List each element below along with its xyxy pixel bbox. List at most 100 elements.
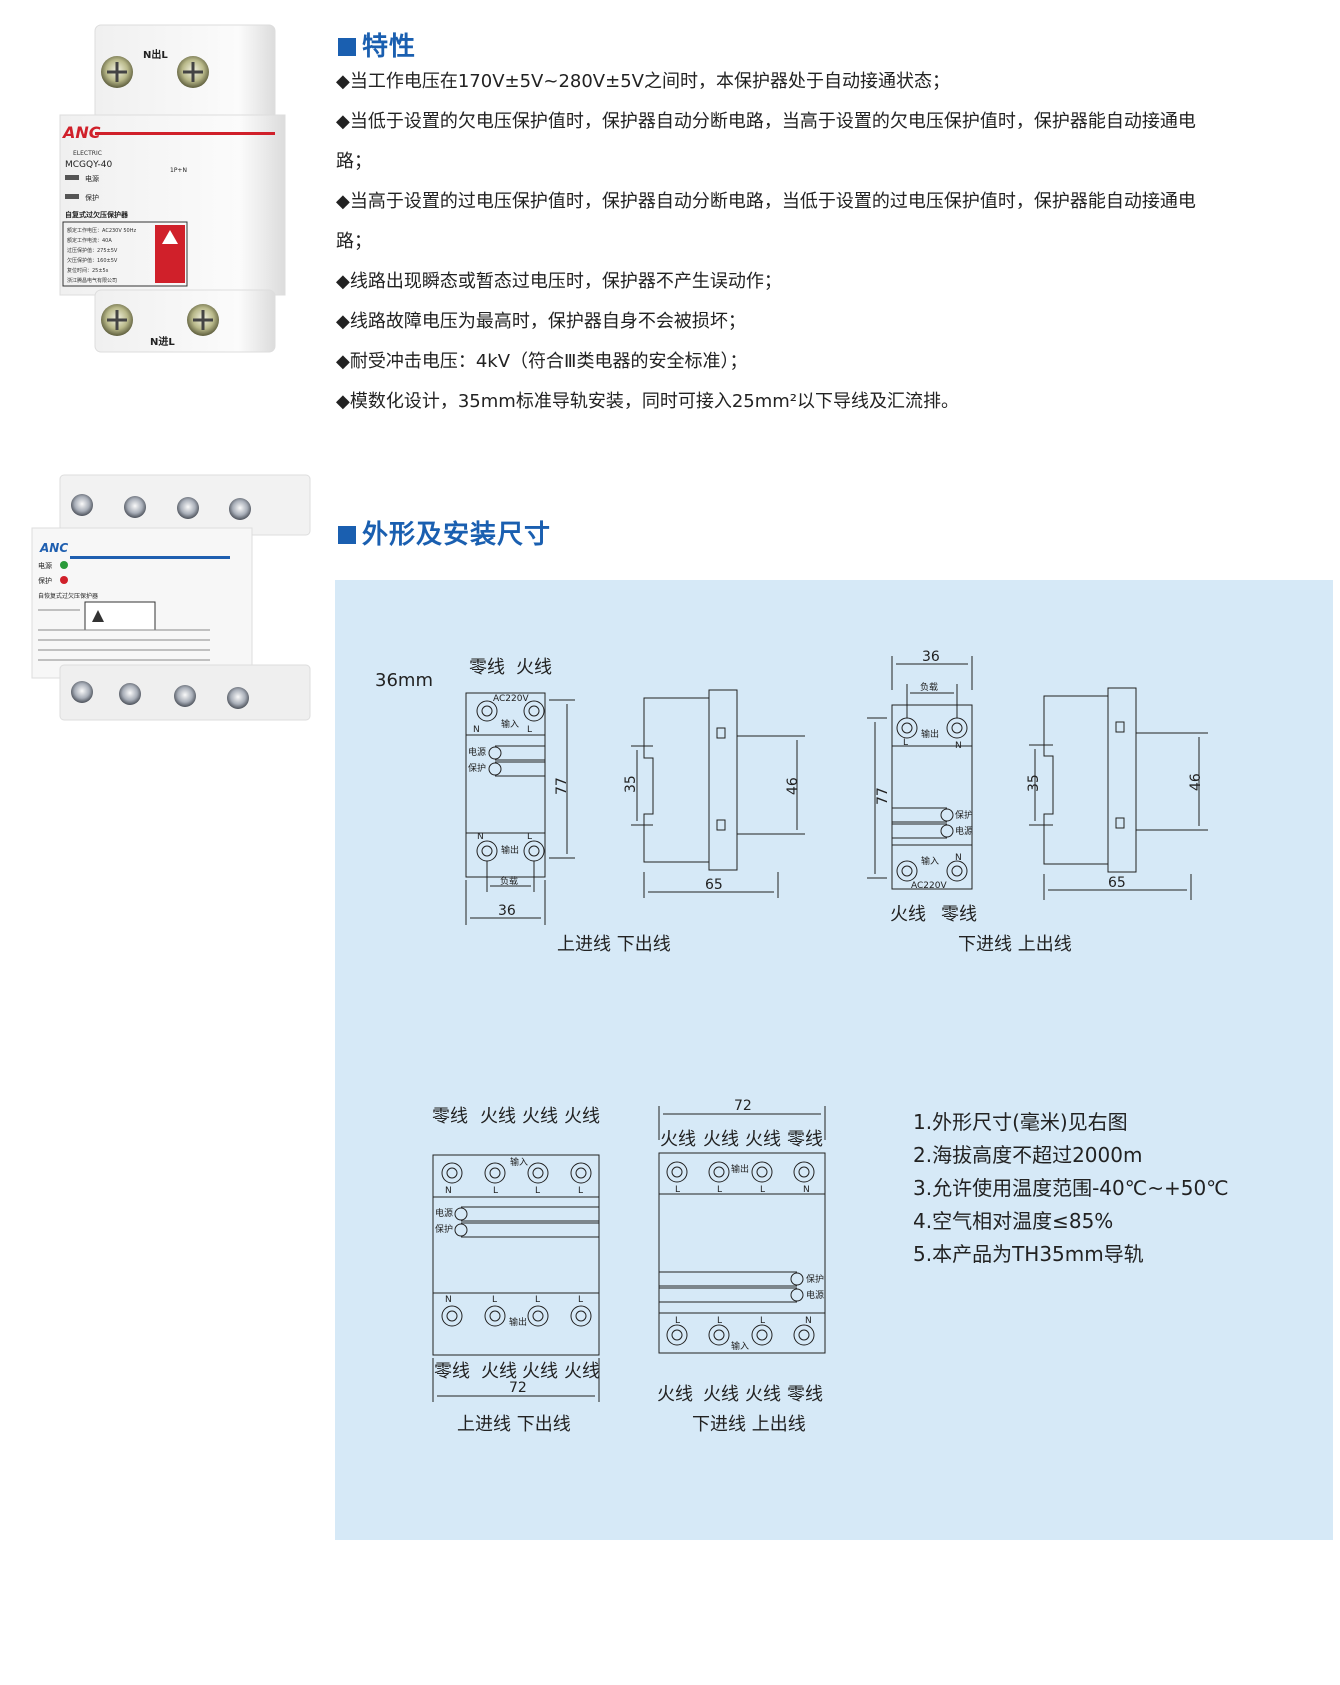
l-mark: L: [903, 738, 908, 748]
l-mark: L: [527, 832, 532, 842]
live-label: 火线: [564, 1106, 600, 1127]
feature-item: ◆模数化设计，35mm标准导轨安装，同时可接入25mm²以下导线及汇流排。: [336, 391, 960, 412]
n-mark: N: [445, 1295, 452, 1305]
caption-top-in: 上进线 下出线: [557, 934, 671, 955]
l-mark: L: [578, 1186, 583, 1196]
n-mark: N: [445, 1186, 452, 1196]
l-mark: L: [578, 1295, 583, 1305]
neutral-label: 零线: [941, 904, 977, 925]
l-mark: L: [527, 725, 532, 735]
device1-maker: 浙江腾昌电气有限公司: [67, 277, 117, 284]
section-title-features: 特性: [338, 26, 416, 63]
l-mark: L: [760, 1185, 765, 1195]
device-4p-image: ANC 电源 保护 自恢复式过欠压保护器: [30, 470, 315, 730]
feature-item: ◆线路出现瞬态或暂态过电压时，保护器不产生误动作；: [336, 271, 782, 292]
input-label: 输入: [510, 1156, 528, 1168]
n-mark: N: [805, 1316, 812, 1326]
dim-72: 72: [509, 1380, 527, 1396]
load-label: 负载: [500, 875, 518, 887]
power-label: 电源: [435, 1207, 453, 1219]
square-bullet-icon: [338, 38, 356, 56]
note-item: 4.空气相对温度≤85%: [913, 1209, 1114, 1233]
live-label: 火线: [516, 657, 552, 678]
output-label: 输出: [509, 1316, 527, 1328]
protect-label: 保护: [806, 1273, 824, 1285]
neutral-label: 零线: [432, 1106, 468, 1127]
l-mark: L: [675, 1185, 680, 1195]
dim-65: 65: [705, 877, 723, 893]
drawing-4p-top-in: 零线 火线 火线 火线 输入 N L L L 电源 保护: [432, 1106, 600, 1435]
live-label: 火线: [890, 904, 926, 925]
device2-name: 自恢复式过欠压保护器: [38, 592, 98, 600]
feature-item: ◆当工作电压在170V±5V~280V±5V之间时，本保护器处于自动接通状态；: [336, 71, 950, 92]
drawing-side-view-b: 46 35 65: [1026, 687, 1208, 900]
device1-spec: 欠压保护值：160±5V: [67, 257, 118, 264]
square-bullet-icon: [338, 526, 356, 544]
feature-item: ◆耐受冲击电压：4kV（符合Ⅲ类电器的安全标准）；: [336, 351, 748, 372]
l-mark: L: [492, 1295, 497, 1305]
feature-list: ◆当工作电压在170V±5V~280V±5V之间时，本保护器处于自动接通状态； …: [336, 62, 1226, 422]
dim-77: 77: [554, 777, 570, 795]
note-item: 3.允许使用温度范围-40℃~+50℃: [913, 1176, 1229, 1200]
live-label: 火线: [745, 1384, 781, 1405]
drawing-2p-bottom-in: 36 负载 输出 L N 保护 电源 输入 N AC220V 77 火线: [867, 649, 1072, 955]
live-label: 火线: [522, 1106, 558, 1127]
section-title-text: 外形及安装尺寸: [362, 520, 552, 550]
l-mark: L: [760, 1316, 765, 1326]
l-mark: L: [675, 1316, 680, 1326]
live-label: 火线: [522, 1361, 558, 1382]
drawing-side-view-a: 46 35 65: [623, 689, 805, 898]
neutral-label: 零线: [469, 657, 505, 678]
device1-spec: 额定工作电压：AC230V 50Hz: [67, 227, 136, 234]
dimension-panel: 36mm 零线 火线 AC220V 输入 N L 电源 保护 N L 输出 负载: [335, 580, 1333, 1540]
device2-power: 电源: [38, 561, 52, 570]
caption-bottom-in: 下进线 上出线: [958, 934, 1072, 955]
live-label: 火线: [745, 1129, 781, 1150]
drawing-4p-bottom-in: 72 火线 火线 火线 零线 输出 L L L N: [657, 1098, 826, 1435]
dim-65: 65: [1108, 875, 1126, 891]
power-label: 电源: [468, 746, 486, 758]
l-mark: L: [717, 1185, 722, 1195]
dim-35: 35: [1026, 774, 1042, 792]
device1-pole: 1P+N: [170, 167, 187, 174]
output-label: 输出: [921, 728, 939, 740]
device1-spec: 复位时间：25±5s: [67, 267, 109, 274]
live-label: 火线: [564, 1361, 600, 1382]
device2-brand-logo: ANC: [39, 541, 68, 555]
input-label: 输入: [921, 855, 939, 867]
n-mark: N: [803, 1185, 810, 1195]
device1-spec: 过压保护值：275±5V: [67, 247, 118, 254]
live-label: 火线: [481, 1361, 517, 1382]
dim-77: 77: [875, 787, 891, 805]
input-label: 输入: [731, 1340, 749, 1352]
live-label: 火线: [703, 1384, 739, 1405]
live-label: 火线: [480, 1106, 516, 1127]
device1-brand-sub: ELECTRIC: [73, 150, 102, 157]
output-label: 输出: [731, 1163, 749, 1175]
ac-label: AC220V: [493, 694, 529, 704]
section-title-text: 特性: [362, 32, 417, 62]
output-label: 输出: [501, 844, 519, 856]
dimension-drawings: 36mm 零线 火线 AC220V 输入 N L 电源 保护 N L 输出 负载: [375, 649, 1208, 1435]
note-item: 2.海拔高度不超过2000m: [913, 1143, 1143, 1167]
live-label: 火线: [657, 1384, 693, 1405]
dim-35: 35: [623, 775, 639, 793]
device1-model: MCGQY-40: [65, 160, 113, 170]
feature-item: ◆当低于设置的欠电压保护值时，保护器自动分断电路，当高于设置的欠电压保护值时，保…: [336, 111, 1196, 172]
l-mark: L: [717, 1316, 722, 1326]
live-label: 火线: [660, 1129, 696, 1150]
device1-protect: 保护: [85, 193, 99, 202]
l-mark: L: [535, 1186, 540, 1196]
l-mark: L: [535, 1295, 540, 1305]
width-label: 36mm: [375, 670, 433, 691]
device1-name: 自复式过欠压保护器: [65, 210, 129, 219]
n-mark: N: [477, 832, 484, 842]
dim-36: 36: [922, 649, 940, 665]
neutral-label: 零线: [787, 1384, 823, 1405]
device1-spec: 额定工作电流：40A: [67, 237, 112, 244]
l-mark: L: [493, 1186, 498, 1196]
device2-protect: 保护: [38, 576, 52, 585]
caption-bottom-in: 下进线 上出线: [692, 1414, 806, 1435]
n-mark: N: [955, 741, 962, 751]
spec-notes: 1.外形尺寸(毫米)见右图 2.海拔高度不超过2000m 3.允许使用温度范围-…: [913, 1106, 1229, 1271]
